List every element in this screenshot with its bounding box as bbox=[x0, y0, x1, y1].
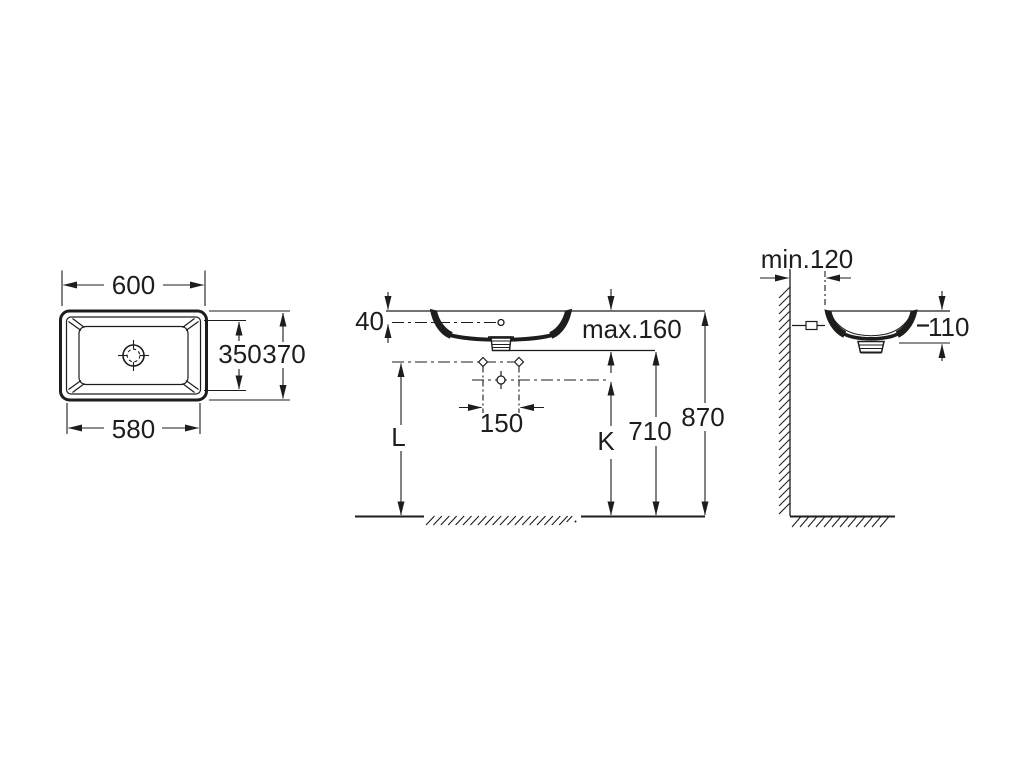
dim-label-710: 710 bbox=[628, 416, 671, 446]
dim-label-580: 580 bbox=[112, 414, 155, 444]
side-inner-bowl-line bbox=[831, 314, 911, 337]
floor-hatching-front bbox=[425, 515, 573, 526]
basin-side-section bbox=[824, 309, 918, 354]
bowl-corner-bevels bbox=[68, 318, 199, 393]
basin-bowl-bottom bbox=[78, 325, 189, 386]
dim-label-40: 40 bbox=[355, 306, 384, 336]
drain-point bbox=[496, 371, 506, 389]
overflow-hole bbox=[497, 318, 505, 327]
dim-label-370: 370 bbox=[262, 339, 305, 369]
dim-label-150: 150 bbox=[480, 408, 523, 438]
front-view bbox=[355, 289, 709, 526]
wall-hatching bbox=[778, 286, 791, 515]
dim-label-870: 870 bbox=[681, 402, 724, 432]
side-view bbox=[760, 269, 950, 528]
dim-label-110: 110 bbox=[928, 312, 969, 342]
dim-min120 bbox=[760, 271, 851, 307]
basin-outer-rim bbox=[59, 309, 208, 402]
dim-350 bbox=[204, 319, 246, 392]
dim-label-min120: min.120 bbox=[761, 244, 854, 274]
side-drain-stub bbox=[857, 340, 885, 354]
basin-cross-section bbox=[429, 308, 573, 352]
floor-line-side bbox=[790, 515, 895, 528]
drain-fitting bbox=[488, 336, 514, 352]
drain-symbol bbox=[118, 340, 149, 371]
dim-110 bbox=[899, 291, 950, 361]
floor-hatching-side bbox=[791, 516, 890, 528]
top-view bbox=[59, 270, 290, 434]
dim-label-max160: max.160 bbox=[582, 314, 682, 344]
dim-label-350: 350 bbox=[218, 339, 261, 369]
dim-370 bbox=[209, 310, 290, 401]
dim-label-600: 600 bbox=[112, 270, 155, 300]
dim-600 bbox=[61, 270, 206, 306]
dim-label-L: L bbox=[391, 422, 405, 452]
dim-580 bbox=[66, 403, 201, 434]
floor-line-front bbox=[355, 515, 705, 526]
dim-label-K: K bbox=[597, 426, 615, 456]
basin-inner-rim bbox=[65, 316, 202, 395]
wall-fixing-bolt bbox=[792, 320, 929, 331]
fixing-hole-axes bbox=[482, 366, 520, 413]
